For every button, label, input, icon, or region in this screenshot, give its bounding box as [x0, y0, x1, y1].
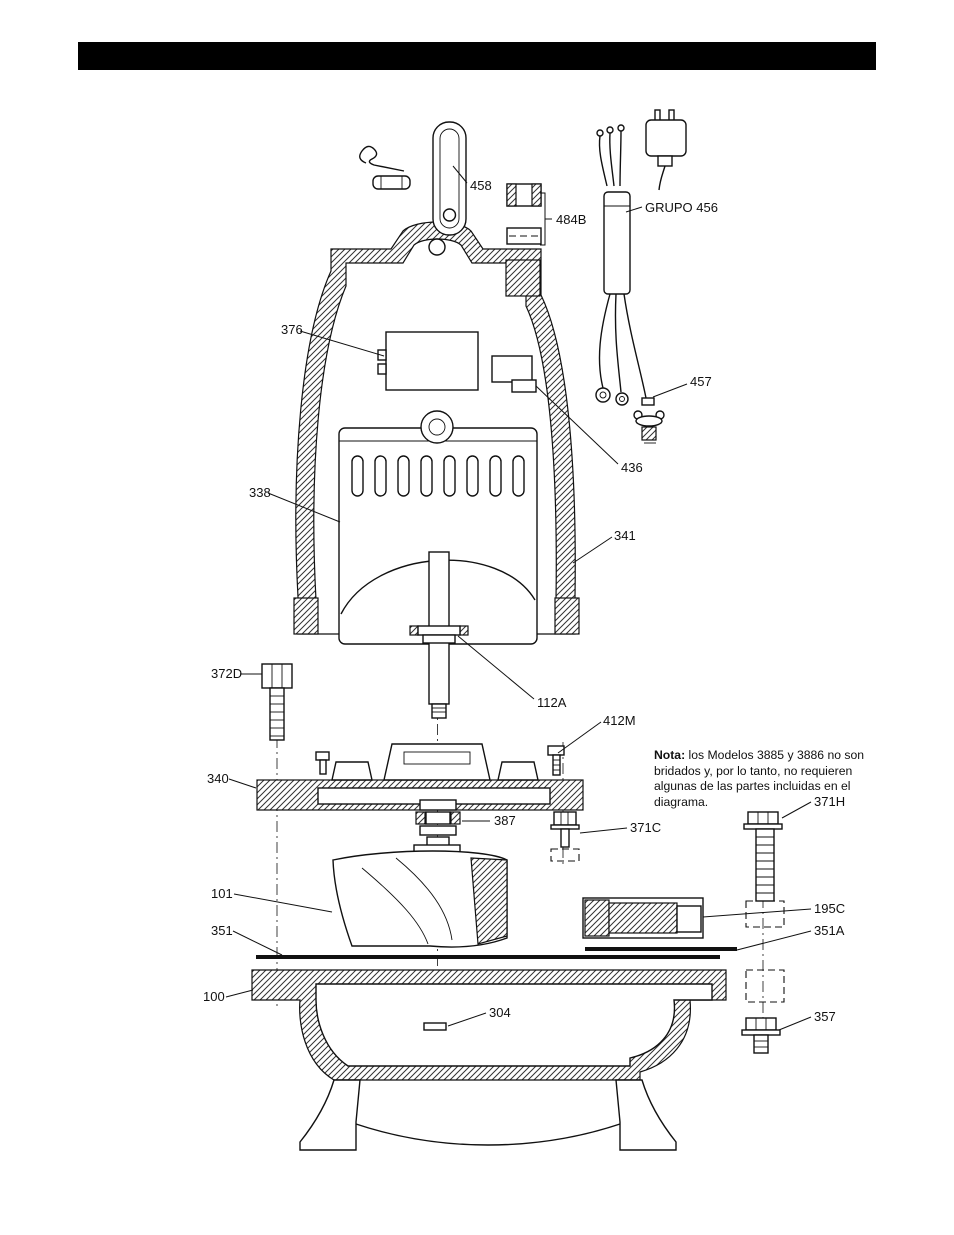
- motor-housing: [293, 221, 580, 635]
- bolt-372D: [261, 663, 293, 741]
- header-bar: [78, 42, 876, 70]
- motor-stator: [338, 410, 538, 645]
- bolt-371C: [550, 811, 580, 862]
- part-label-351A: 351A: [814, 923, 845, 938]
- shaft-seal: [415, 799, 461, 848]
- plate-screw-left: [315, 751, 330, 761]
- housing-foot-left: [293, 597, 319, 635]
- screw-412M: [547, 745, 565, 776]
- wing-fitting-457: [633, 410, 665, 444]
- part-label-112A: 112A: [537, 695, 567, 710]
- power-cord-group: [595, 109, 687, 406]
- leader-340: [228, 778, 257, 789]
- base-leg-left: [299, 1079, 361, 1151]
- part-labels: 458 484B GRUPO 456 457 376 436 338 341 3…: [203, 178, 845, 1024]
- part-label-372D: 372D: [211, 666, 242, 681]
- leader-371C: [579, 827, 628, 834]
- leader-grupo456: [625, 206, 643, 213]
- capacitor-box: [377, 331, 479, 391]
- impeller: [332, 844, 508, 948]
- leader-112A: [457, 635, 535, 700]
- bracket-484B: [540, 192, 546, 246]
- note-block: Nota: los Modelos 3885 y 3886 no son bri…: [654, 748, 890, 810]
- gasket-351A: [585, 947, 737, 951]
- part-label-436: 436: [621, 460, 643, 475]
- ring-terminal: [595, 387, 611, 403]
- leader-371H: [781, 801, 812, 819]
- part-label-457: 457: [690, 374, 712, 389]
- leader-357: [778, 1016, 812, 1031]
- lifting-handle: [432, 121, 467, 236]
- bolt-357: [741, 1017, 781, 1054]
- note-text: los Modelos 3885 y 3886 no son bridados …: [654, 748, 865, 809]
- cord-entry-gland: [505, 259, 541, 297]
- leader-436: [535, 385, 619, 465]
- part-label-371C: 371C: [630, 820, 661, 835]
- volute-base: [251, 969, 727, 1151]
- part-label-100: 100: [203, 989, 225, 1004]
- terminal-block: [491, 355, 537, 393]
- cotter-clip: [359, 145, 411, 190]
- leader-lines: [225, 165, 812, 1031]
- leader-458: [452, 165, 468, 184]
- leader-304: [447, 1012, 487, 1027]
- leader-376: [299, 330, 385, 357]
- part-label-341: 341: [614, 528, 636, 543]
- leader-412M: [557, 721, 602, 754]
- plug-body: [645, 119, 687, 157]
- leader-457: [652, 383, 688, 398]
- base-leg-right: [615, 1079, 677, 1151]
- part-label-351: 351: [211, 923, 233, 938]
- leader-101: [233, 893, 333, 913]
- part-label-387: 387: [494, 813, 516, 828]
- part-304: [423, 1022, 447, 1031]
- clevis-pin: [372, 175, 411, 190]
- part-label-338: 338: [249, 485, 271, 500]
- adapter-195C: [582, 897, 704, 939]
- note-bold: Nota:: [654, 748, 686, 762]
- leader-100: [225, 989, 254, 998]
- leader-351A: [736, 930, 812, 951]
- leader-338: [267, 492, 341, 523]
- part-label-grupo-456: GRUPO 456: [645, 200, 718, 215]
- gasket-351: [256, 955, 720, 959]
- part-label-101: 101: [211, 886, 233, 901]
- part-label-371H: 371H: [814, 794, 845, 809]
- part-label-340: 340: [207, 771, 229, 786]
- part-label-376: 376: [281, 322, 303, 337]
- seal-rings-484B: [506, 183, 542, 245]
- part-label-458: 458: [470, 178, 492, 193]
- ring-terminal: [615, 392, 629, 406]
- part-label-357: 357: [814, 1009, 836, 1024]
- part-label-195C: 195C: [814, 901, 845, 916]
- leader-195C: [702, 908, 812, 918]
- part-label-484B: 484B: [556, 212, 586, 227]
- leader-341: [572, 536, 613, 564]
- leader-351: [232, 930, 283, 956]
- bolt-371H: [743, 811, 785, 1003]
- seal-plate: [256, 743, 584, 811]
- spade-terminal: [641, 397, 655, 406]
- part-label-304: 304: [489, 1005, 511, 1020]
- housing-foot-right: [554, 597, 580, 635]
- plate-screw-left-shaft: [319, 759, 327, 775]
- part-label-412M: 412M: [603, 713, 636, 728]
- motor-shaft: [409, 551, 469, 719]
- cord-sleeve: [603, 191, 631, 295]
- lifting-eye-hole: [428, 238, 446, 256]
